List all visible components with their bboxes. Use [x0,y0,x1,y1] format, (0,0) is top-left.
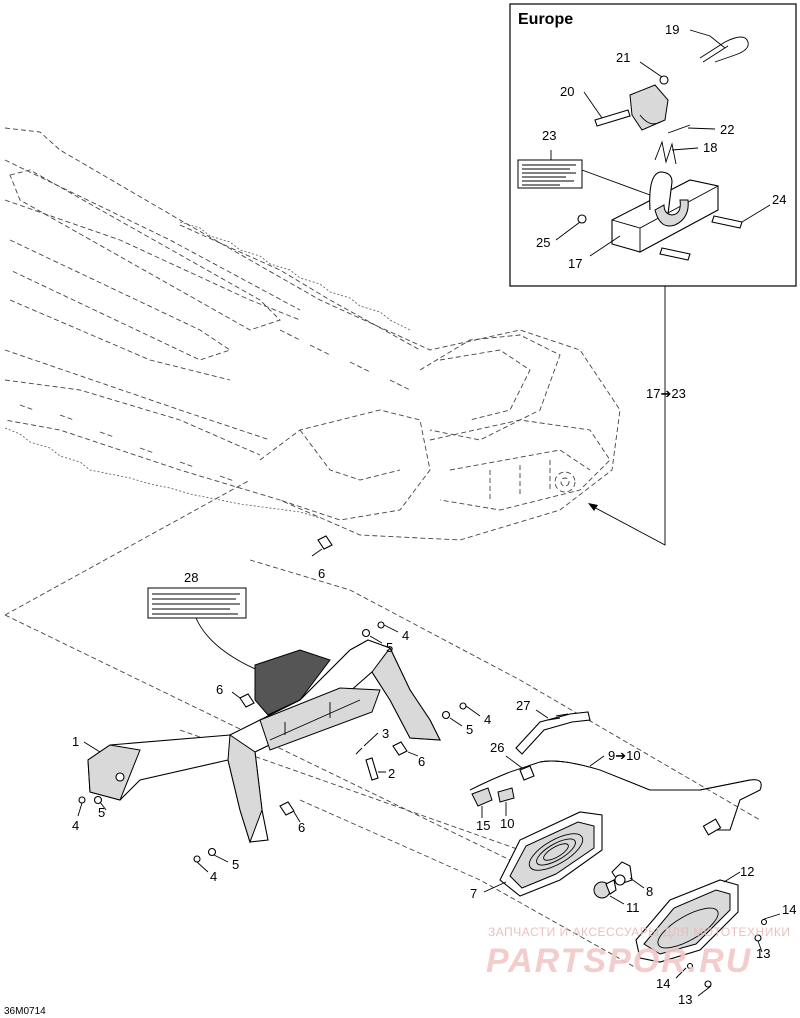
label-14b: 14 [656,976,670,991]
label-4a: 4 [402,628,409,643]
fasteners-6 [231,691,419,823]
label-3: 3 [382,726,389,741]
label-4b: 4 [484,712,491,727]
spring-18 [654,140,677,165]
label-15: 15 [476,818,490,833]
bolt-24 [711,215,743,229]
label-26: 26 [490,740,504,755]
label-5a: 5 [386,640,393,655]
label-17: 17 [568,256,582,271]
label-18: 18 [703,140,717,155]
label-6c: 6 [418,754,425,769]
tail-light-housing-7 [499,811,603,897]
lever-27 [515,711,591,755]
watermark-logo: PARTSPOR.RU [486,942,752,980]
label-20: 20 [560,84,574,99]
connector-10 [497,787,515,803]
label-1: 1 [72,734,79,749]
label-17to23: 17➔23 [646,386,686,401]
pin-clip-19 [699,36,749,63]
tunnel-chassis [4,127,621,541]
label-11: 11 [626,900,640,915]
label-27: 27 [516,698,530,713]
hitch-hook [649,171,673,215]
screw-3 [355,747,363,755]
label-22: 22 [720,122,734,137]
label-12: 12 [740,864,754,879]
inset-connector [589,286,666,546]
europe-inset: Europe [509,3,797,287]
label-5c: 5 [98,805,105,820]
rear-bumper-1 [87,639,441,844]
label-2: 2 [388,766,395,781]
watermark-text: ЗАПЧАСТИ И АКСЕССУАРЫ ДЛЯ МОТОТЕХНИКИ [488,925,790,939]
tail-light-lens-12 [635,879,739,963]
label-13a: 13 [756,946,770,961]
label-8: 8 [646,884,653,899]
label-4d: 4 [210,869,217,884]
fasteners-4-5 [77,621,481,873]
screws-13-14 [675,913,781,997]
label-5b: 5 [466,722,473,737]
label-19: 19 [665,22,679,37]
connector-15 [471,787,493,807]
label-25: 25 [536,235,550,250]
decal-23 [517,159,583,189]
label-14a: 14 [782,902,796,917]
inset-title: Europe [518,11,573,28]
label-21: 21 [616,50,630,65]
hitch-block [629,84,669,131]
nut-21 [659,75,669,85]
label-9: 9➔10 [608,748,641,763]
label-10: 10 [500,816,514,831]
bolt-20 [594,109,631,127]
label-28: 28 [184,570,198,585]
nut-25 [577,214,587,224]
clip-26 [519,765,535,781]
watermark: ЗАПЧАСТИ И АКСЕССУАРЫ ДЛЯ МОТОТЕХНИКИ PA… [486,925,790,980]
fastener-6-top [311,535,333,557]
label-23: 23 [542,128,556,143]
label-24: 24 [772,192,786,207]
leader-28 [195,617,263,673]
decal-28 [147,587,247,619]
label-13b: 13 [678,992,692,1007]
label-5d: 5 [232,857,239,872]
label-6d: 6 [298,820,305,835]
label-7: 7 [470,886,477,901]
rivet-2 [365,757,379,781]
label-4c: 4 [72,818,79,833]
label-6b: 6 [216,682,223,697]
label-6a: 6 [318,566,325,581]
drawing-code: 36M0714 [4,1006,46,1017]
